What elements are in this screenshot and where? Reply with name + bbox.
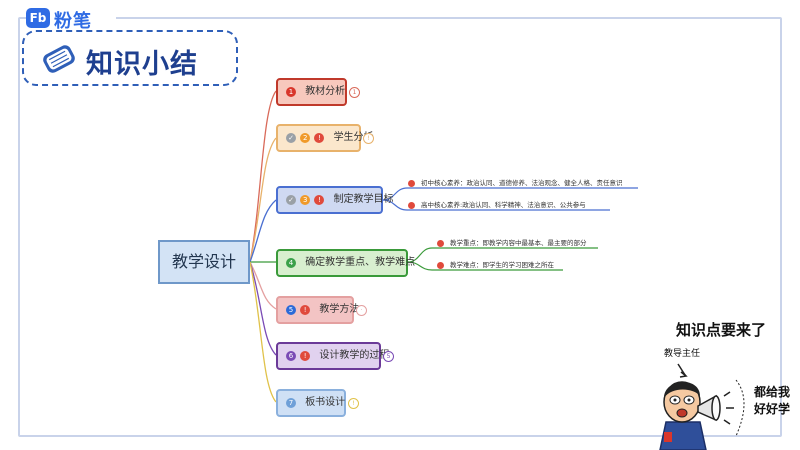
priority-badge-icon: 3 [300,195,311,205]
check-icon: ✓ [286,195,296,205]
branch-5[interactable]: 5 ! 教学方法 [276,296,359,324]
goal-sub-link-2 [382,199,610,211]
branch-2-marker-icon: ! [363,133,374,144]
branch-label: 教学方法 [319,304,360,315]
priority-badge-icon: 4 [286,258,296,268]
speech-line-2: 好好学 [754,402,791,416]
logo-text: 粉笔 [54,11,92,32]
branch-label: 设计教学的过程 [319,350,390,361]
branch-2[interactable]: ✓ 2 ! 学生分析 [276,124,374,152]
key-sub-2[interactable]: 教学难点：即学生的学习困难之所在 [437,259,554,269]
link-7 [249,261,277,403]
link-6 [249,261,277,356]
priority-badge-icon: 1 [286,87,296,97]
branch-label: 教材分析 [305,86,346,97]
key-sub-1[interactable]: 教学重点：即教学内容中最基本、最主要的部分 [437,237,587,247]
flag-icon: ! [314,133,325,143]
branch-7-marker-icon: ! [348,398,359,409]
branch-3[interactable]: ✓ 3 ! 制定教学目标 [276,186,394,214]
teacher-megaphone-mascot-icon [659,363,745,450]
flag-icon: ! [300,305,311,315]
branch-6-marker-icon: 5 [383,351,394,362]
link-5 [249,261,277,310]
mascot-headline: 知识点要来了 [676,321,767,339]
goal-sub-1[interactable]: 初中核心素养：政治认同、道德修养、法治观念、健全人格、责任意识 [408,177,623,187]
flag-icon: ! [314,195,325,205]
flag-icon [408,179,415,187]
link-3 [249,199,277,263]
goal-sub-2[interactable]: 高中核心素养:政治认同、科学精神、法治意识、公共参与 [408,199,586,209]
priority-badge-icon: 5 [286,305,296,315]
branch-6[interactable]: 6 ! 设计教学的过程 [276,342,389,370]
branch-1-marker-icon: 1 [349,87,360,98]
content-frame [18,17,782,437]
link-1 [249,90,277,263]
branch-label: 板书设计 [305,397,346,408]
branch-4[interactable]: 4 确定教学重点、教学难点 [276,249,415,277]
goal-sub-link-1 [382,187,638,201]
priority-badge-icon: 7 [286,398,296,408]
key-sub-link-1 [407,247,598,263]
priority-badge-icon: 2 [300,133,311,143]
branch-5-marker-icon: · [356,305,367,316]
flag-icon [408,201,415,209]
speech-line-1: 都给我 [754,385,791,399]
brand-logo: Fb 粉笔 [26,4,116,32]
branch-1[interactable]: 1 教材分析 [276,78,347,106]
tag-icon [43,45,75,73]
mascot-role-label: 教导主任 [664,349,701,359]
title-banner: 知识小结 [22,30,238,86]
flag-icon [437,239,444,247]
flag-icon: ! [300,351,311,361]
branch-label: 确定教学重点、教学难点 [305,257,416,268]
branch-7[interactable]: 7 板书设计 [276,389,346,417]
link-2 [249,137,277,263]
logo-mark-icon: Fb [26,8,50,28]
flag-icon [437,261,444,269]
check-icon: ✓ [286,133,296,143]
priority-badge-icon: 6 [286,351,296,361]
mascot-speech: 都给我 好好学 [754,384,790,418]
root-node[interactable]: 教学设计 [158,240,250,284]
page-title: 知识小结 [86,49,198,80]
branch-label: 学生分析 [333,132,374,143]
branch-label: 制定教学目标 [333,194,394,205]
key-sub-link-2 [407,261,563,271]
